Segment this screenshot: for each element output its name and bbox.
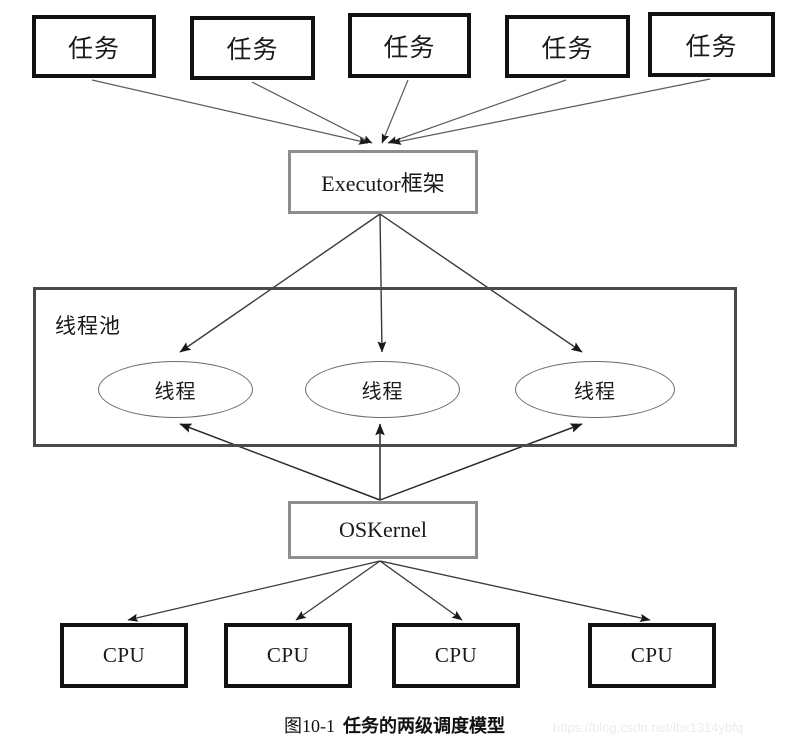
cpu-box-1[interactable]: CPU — [60, 623, 188, 688]
executor-framework-label: Executor框架 — [321, 171, 445, 196]
cpu-box-2[interactable]: CPU — [224, 623, 352, 688]
thread-ellipse-1-label: 线程 — [154, 381, 197, 403]
cpu-box-4[interactable]: CPU — [588, 623, 716, 688]
cpu-box-3[interactable]: CPU — [392, 623, 520, 688]
task-box-1[interactable]: 任务 — [32, 15, 156, 78]
arrows-tasks-to-executor — [91, 78, 711, 145]
arrows-kernel-to-threads — [179, 423, 583, 501]
executor-framework-box[interactable]: Executor框架 — [288, 150, 478, 214]
os-kernel-label: OSKernel — [339, 517, 427, 542]
figure-caption-title: 任务的两级调度模型 — [343, 716, 505, 736]
task-box-5-label: 任务 — [685, 33, 738, 61]
thread-ellipse-3[interactable]: 线程 — [515, 361, 675, 418]
task-box-3[interactable]: 任务 — [348, 13, 471, 78]
task-box-2-label: 任务 — [226, 37, 279, 64]
thread-ellipse-2-label: 线程 — [361, 381, 404, 403]
task-box-2[interactable]: 任务 — [190, 16, 315, 80]
task-box-5[interactable]: 任务 — [648, 12, 775, 77]
task-box-4-label: 任务 — [541, 35, 594, 63]
task-box-4[interactable]: 任务 — [505, 15, 630, 78]
os-kernel-box[interactable]: OSKernel — [288, 501, 478, 559]
arrows-executor-to-threads — [179, 213, 583, 353]
figure-caption-number: 图10-1 — [284, 716, 335, 736]
task-box-3-label: 任务 — [383, 34, 436, 62]
cpu-box-1-label: CPU — [102, 643, 146, 667]
arrows-kernel-to-cpus — [127, 560, 651, 622]
cpu-box-4-label: CPU — [630, 643, 674, 667]
figure-caption: 图10-1 任务的两级调度模型 — [0, 712, 789, 738]
cpu-box-3-label: CPU — [434, 643, 478, 667]
thread-ellipse-2[interactable]: 线程 — [305, 361, 460, 418]
watermark-text: https://blog.csdn.net/lbx1314ybfq — [553, 720, 744, 735]
thread-pool-container — [33, 287, 737, 447]
task-box-1-label: 任务 — [67, 35, 120, 63]
thread-ellipse-1[interactable]: 线程 — [98, 361, 253, 418]
cpu-box-2-label: CPU — [266, 643, 310, 667]
thread-ellipse-3-label: 线程 — [574, 381, 616, 403]
thread-pool-label: 线程池 — [55, 314, 121, 338]
